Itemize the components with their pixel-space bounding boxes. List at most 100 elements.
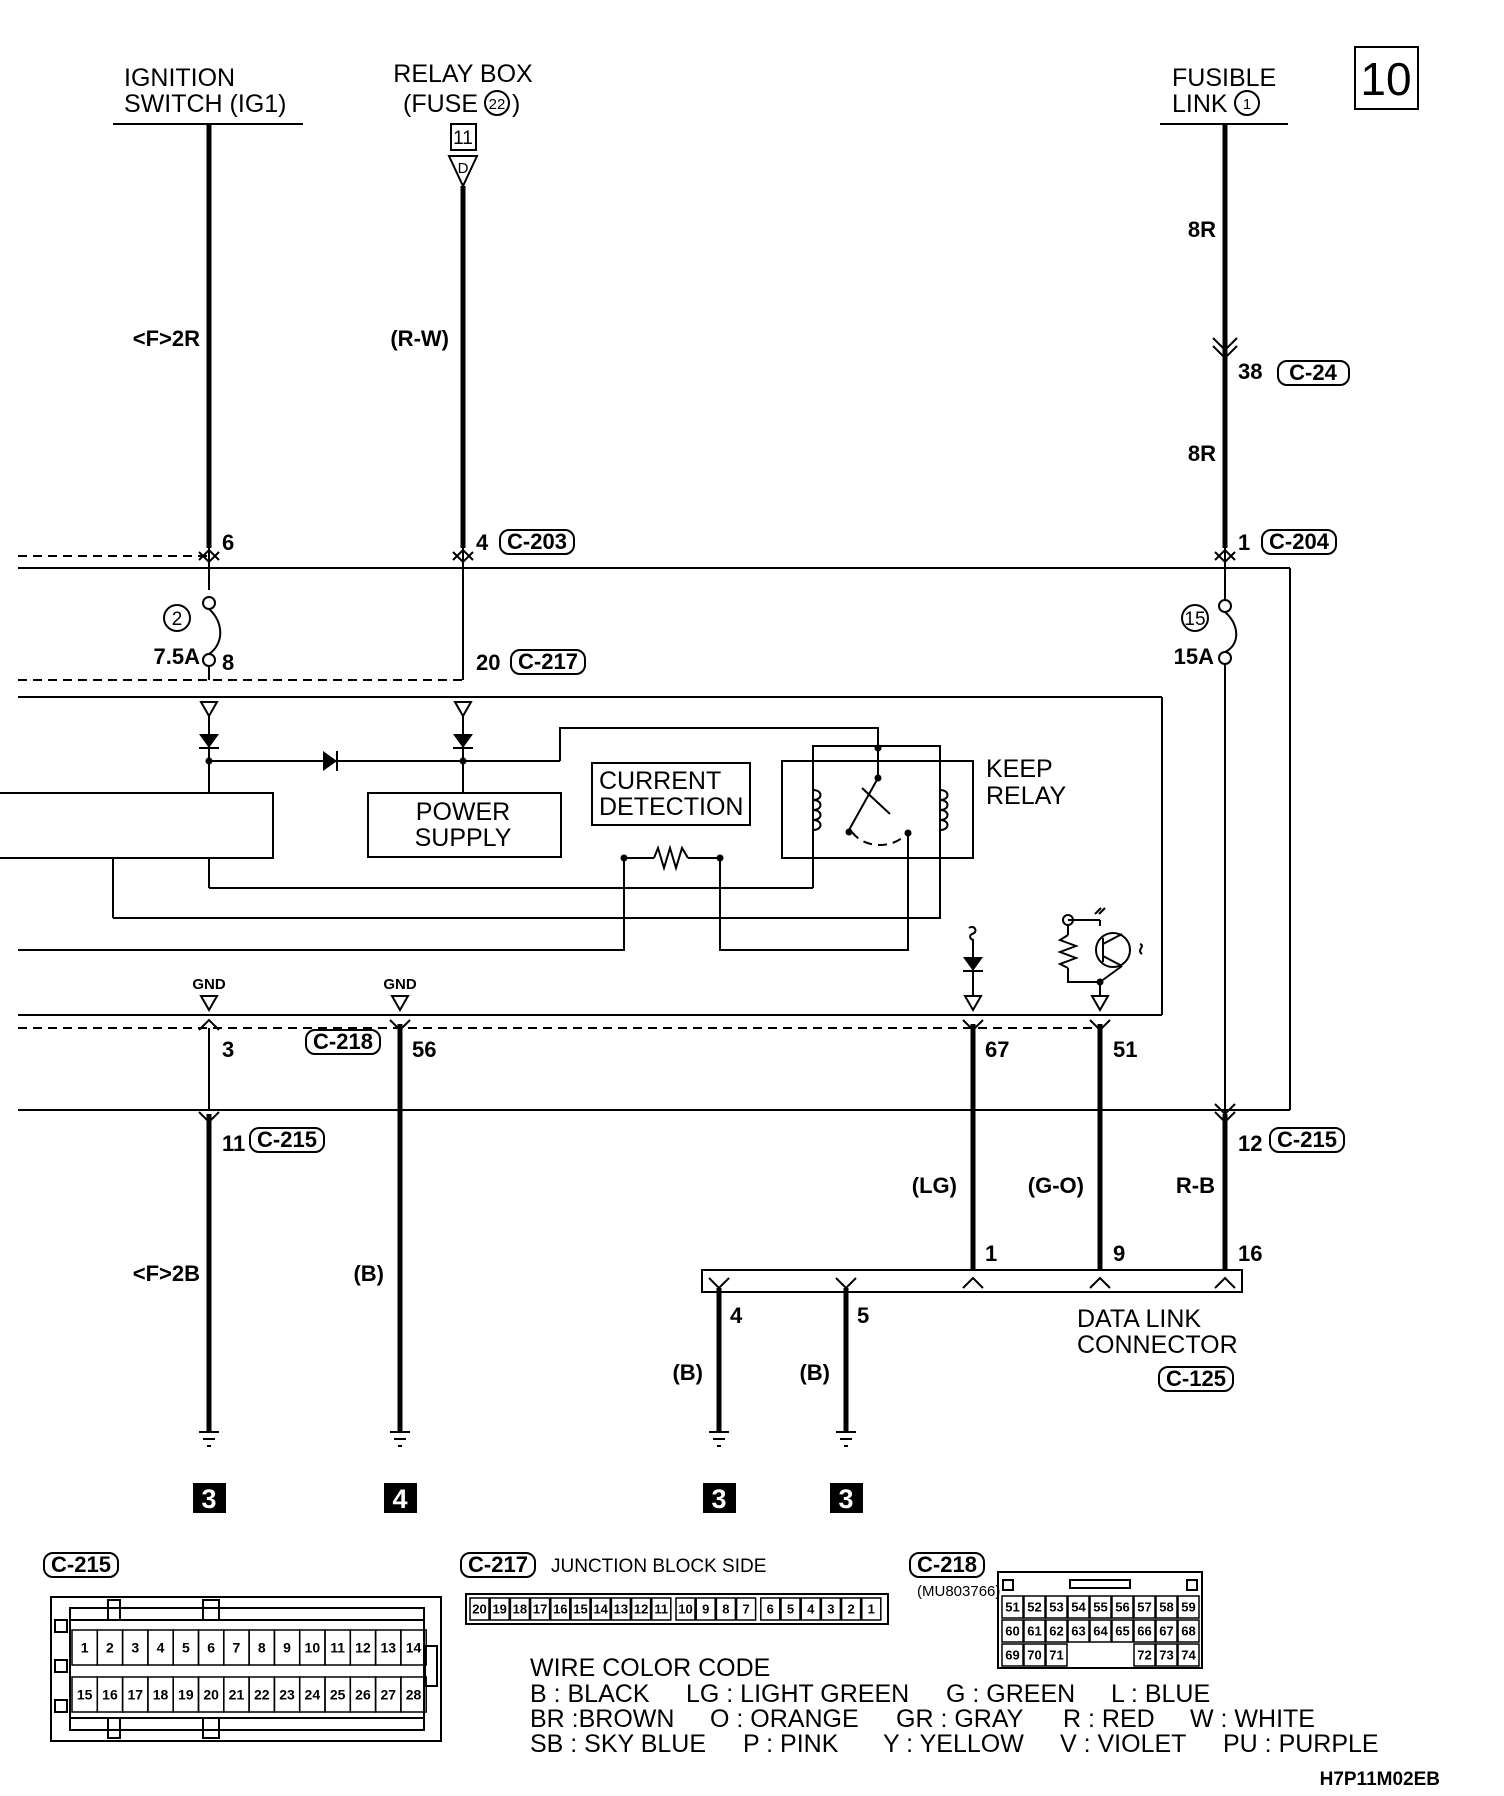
c217-pin-cell bbox=[651, 1597, 672, 1621]
c215-pin: 20 bbox=[203, 1687, 219, 1703]
c215-pin: 18 bbox=[153, 1687, 169, 1703]
c218-pin-cell bbox=[1177, 1595, 1200, 1619]
c218-pin-cell bbox=[1111, 1619, 1134, 1643]
c215-pin: 5 bbox=[182, 1640, 190, 1656]
c215-pin: 11 bbox=[330, 1640, 345, 1656]
c215-pin: 14 bbox=[406, 1640, 422, 1656]
c218-pin-cell bbox=[1089, 1619, 1112, 1643]
c215-pin: 24 bbox=[305, 1687, 321, 1703]
color-code-p: P : PINK bbox=[743, 1730, 839, 1758]
c218-pin: 52 bbox=[1027, 1600, 1041, 1615]
c218-pin: 59 bbox=[1181, 1600, 1195, 1615]
c215-pin: 4 bbox=[157, 1640, 165, 1656]
wire-label-dlc9: (G-O) bbox=[1028, 1173, 1084, 1198]
c218-pin-cell bbox=[1133, 1643, 1156, 1667]
c215-pin: 1 bbox=[81, 1640, 89, 1656]
ignition-label-1: IGNITION bbox=[124, 64, 235, 92]
wire-label-dlc16: R-B bbox=[1176, 1173, 1215, 1198]
c217-pin-cell bbox=[695, 1597, 716, 1621]
c218-pin: 51 bbox=[1005, 1600, 1019, 1615]
c218-pin: 60 bbox=[1005, 1624, 1019, 1639]
gnd-label-1: GND bbox=[192, 976, 226, 993]
c218-pin-cell bbox=[1001, 1619, 1024, 1643]
c217-pin-cell bbox=[550, 1597, 571, 1621]
color-code-g: G : GREEN bbox=[946, 1680, 1075, 1708]
c215-pin: 26 bbox=[355, 1687, 371, 1703]
current-detection-label-2: DETECTION bbox=[599, 793, 743, 821]
c218-pin-cell bbox=[1067, 1595, 1090, 1619]
c217-pin: 13 bbox=[614, 1602, 628, 1617]
c217-pin-cell bbox=[840, 1597, 862, 1621]
c217-pin: 19 bbox=[492, 1602, 506, 1617]
c218-pin-cell bbox=[1133, 1595, 1156, 1619]
color-code-sb: SB : SKY BLUE bbox=[530, 1730, 706, 1758]
fuse-15-rating: 15A bbox=[1174, 644, 1214, 669]
c215-pin: 21 bbox=[229, 1687, 245, 1703]
c217-pin: 11 bbox=[654, 1602, 668, 1617]
c215-pin: 17 bbox=[127, 1687, 143, 1703]
c215-pin-cell bbox=[400, 1629, 427, 1666]
c217-pin: 2 bbox=[847, 1602, 854, 1617]
c218-pin-cell bbox=[1023, 1595, 1046, 1619]
wire-label-dlc5: (B) bbox=[799, 1360, 830, 1385]
c218-pin-cell bbox=[1133, 1619, 1156, 1643]
c218-pin: 65 bbox=[1115, 1624, 1129, 1639]
view-c217-label: C-217 bbox=[468, 1552, 528, 1577]
connector-c24: C-24 bbox=[1289, 360, 1337, 385]
wire-color-code: WIRE COLOR CODE B : BLACK LG : LIGHT GRE… bbox=[530, 1654, 1379, 1758]
connector-c215-right: C-215 bbox=[1277, 1127, 1337, 1152]
c218-pin: 58 bbox=[1159, 1600, 1173, 1615]
c217-pin: 3 bbox=[827, 1602, 834, 1617]
c215-pin: 2 bbox=[106, 1640, 114, 1656]
c217-pin-cell bbox=[610, 1597, 632, 1621]
c218-pin-cell bbox=[1045, 1643, 1068, 1667]
connector-c217: C-217 bbox=[518, 649, 578, 674]
pin-1-c204: 1 bbox=[1238, 530, 1250, 555]
connector-c203: C-203 bbox=[507, 529, 567, 554]
c218-pin-cell bbox=[1089, 1595, 1112, 1619]
power-supply-label-1: POWER bbox=[416, 798, 510, 826]
c218-pin: 67 bbox=[1159, 1624, 1173, 1639]
c218-pin-cell bbox=[1155, 1643, 1178, 1667]
wire-label-ign-bottom: <F>2B bbox=[133, 1261, 200, 1286]
c217-pin-cell bbox=[675, 1597, 696, 1621]
relay-box-source: RELAY BOX (FUSE 22 ) 11 D bbox=[393, 60, 533, 189]
c215-pin: 8 bbox=[258, 1640, 266, 1656]
c218-pin: 68 bbox=[1181, 1624, 1195, 1639]
view-c218-part: (MU803766) bbox=[917, 1583, 1000, 1600]
color-code-lg: LG : LIGHT GREEN bbox=[686, 1680, 909, 1708]
c217-pin: 4 bbox=[807, 1602, 815, 1617]
c217-pin: 12 bbox=[634, 1602, 648, 1617]
pin-12: 12 bbox=[1238, 1131, 1262, 1156]
c218-pin-cell bbox=[1001, 1643, 1024, 1667]
c217-pin: 7 bbox=[742, 1602, 749, 1617]
c215-pin: 15 bbox=[77, 1687, 93, 1703]
connector-c215-left: C-215 bbox=[257, 1127, 317, 1152]
c217-pin: 10 bbox=[678, 1602, 692, 1617]
current-detection-label-1: CURRENT bbox=[599, 767, 721, 795]
c215-pin: 6 bbox=[207, 1640, 215, 1656]
c217-pin: 8 bbox=[722, 1602, 729, 1617]
c218-pin: 74 bbox=[1181, 1648, 1196, 1663]
color-code-gr: GR : GRAY bbox=[896, 1705, 1024, 1733]
c215-pin: 25 bbox=[330, 1687, 346, 1703]
view-c218-label: C-218 bbox=[917, 1552, 977, 1577]
pin-56: 56 bbox=[412, 1037, 436, 1062]
c215-pin: 7 bbox=[233, 1640, 241, 1656]
keep-relay-label-2: RELAY bbox=[986, 782, 1066, 810]
pin-20: 20 bbox=[476, 650, 500, 675]
c215-pin: 10 bbox=[305, 1640, 321, 1656]
c217-pin: 17 bbox=[533, 1602, 547, 1617]
c218-pin-cell bbox=[1155, 1595, 1178, 1619]
connector-c204: C-204 bbox=[1269, 529, 1330, 554]
c217-pin: 6 bbox=[767, 1602, 774, 1617]
c217-pin: 9 bbox=[702, 1602, 709, 1617]
ground-ref-3: 3 bbox=[711, 1484, 726, 1514]
dlc-pin-1: 1 bbox=[985, 1241, 997, 1266]
c215-pin: 16 bbox=[102, 1687, 118, 1703]
c217-pin-cell bbox=[780, 1597, 801, 1621]
c217-pin-cell bbox=[735, 1597, 757, 1621]
